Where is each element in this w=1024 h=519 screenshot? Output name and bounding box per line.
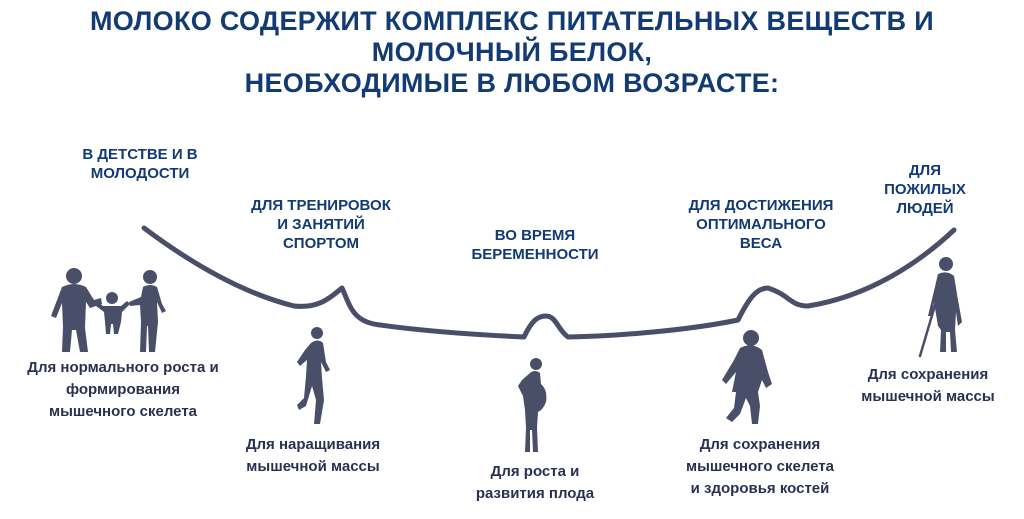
benefit-text-childhood: Для нормального роста и формирования мыш… [10,357,236,423]
stage-label-line: ОПТИМАЛЬНОГО [696,216,826,233]
stage-label-line: СПОРТОМ [282,235,360,252]
benefit-line: мышечной массы [861,388,995,405]
title-line-3: НЕОБХОДИМЫЕ В ЛЮБОМ ВОЗРАСТЕ: [244,68,780,98]
stage-label-weight: ДЛЯ ДОСТИЖЕНИЯ ОПТИМАЛЬНОГО ВЕСА [676,196,846,253]
stage-label-line: ДЛЯ ДОСТИЖЕНИЯ [688,197,834,214]
pregnant-woman-figure-icon [518,358,547,452]
page-title: МОЛОКО СОДЕРЖИТ КОМПЛЕКС ПИТАТЕЛЬНЫХ ВЕЩ… [0,6,1024,99]
benefit-line: Для нормального роста и [27,359,219,376]
benefit-line: Для сохранения [867,366,989,383]
stage-label-line: БЕРЕМЕННОСТИ [471,246,599,263]
stage-label-line: ПОЖИЛЫХ [884,181,966,198]
stage-label-line: ДЛЯ [909,162,941,179]
benefit-line: и здоровья костей [690,480,830,497]
benefit-line: формирования [65,381,181,398]
stage-label-line: ЛЮДЕЙ [896,200,954,217]
title-line-1: МОЛОКО СОДЕРЖИТ КОМПЛЕКС ПИТАТЕЛЬНЫХ ВЕЩ… [90,6,934,36]
stage-label-line: ВО ВРЕМЯ [494,227,576,244]
runner-figure-icon [297,327,330,424]
stage-label-line: В ДЕТСТВЕ И В [82,146,198,163]
benefit-line: Для роста и [490,463,580,480]
title-line-2: МОЛОЧНЫЙ БЕЛОК, [371,37,653,67]
benefit-line: Для сохранения [699,436,821,453]
benefit-line: развития плода [475,485,595,502]
benefit-line: мышечного скелета [48,403,198,420]
stage-label-elderly: ДЛЯ ПОЖИЛЫХ ЛЮДЕЙ [880,161,970,218]
benefit-text-weight: Для сохранения мышечного скелета и здоро… [670,434,850,500]
stage-label-sports: ДЛЯ ТРЕНИРОВОК И ЗАНЯТИЙ СПОРТОМ [246,196,396,253]
stage-label-childhood: В ДЕТСТВЕ И В МОЛОДОСТИ [70,145,210,183]
benefit-line: мышечного скелета [685,458,835,475]
benefit-text-elderly: Для сохранения мышечной массы [846,364,1010,408]
stage-label-line: ВЕСА [739,235,783,252]
benefit-line: Для наращивания [245,436,381,453]
stage-label-line: ДЛЯ ТРЕНИРОВОК [251,197,391,214]
elderly-person-figure-icon [918,257,962,358]
walking-adult-figure-icon [722,330,772,424]
benefit-text-pregnancy: Для роста и развития плода [452,461,618,505]
stage-label-line: МОЛОДОСТИ [90,165,190,182]
timeline-curve [141,225,957,340]
stage-label-pregnancy: ВО ВРЕМЯ БЕРЕМЕННОСТИ [455,226,615,264]
benefit-text-sports: Для наращивания мышечной массы [228,434,398,478]
family-figure-icon [51,268,166,352]
benefit-line: мышечной массы [246,458,380,475]
stage-label-line: И ЗАНЯТИЙ [277,216,365,233]
